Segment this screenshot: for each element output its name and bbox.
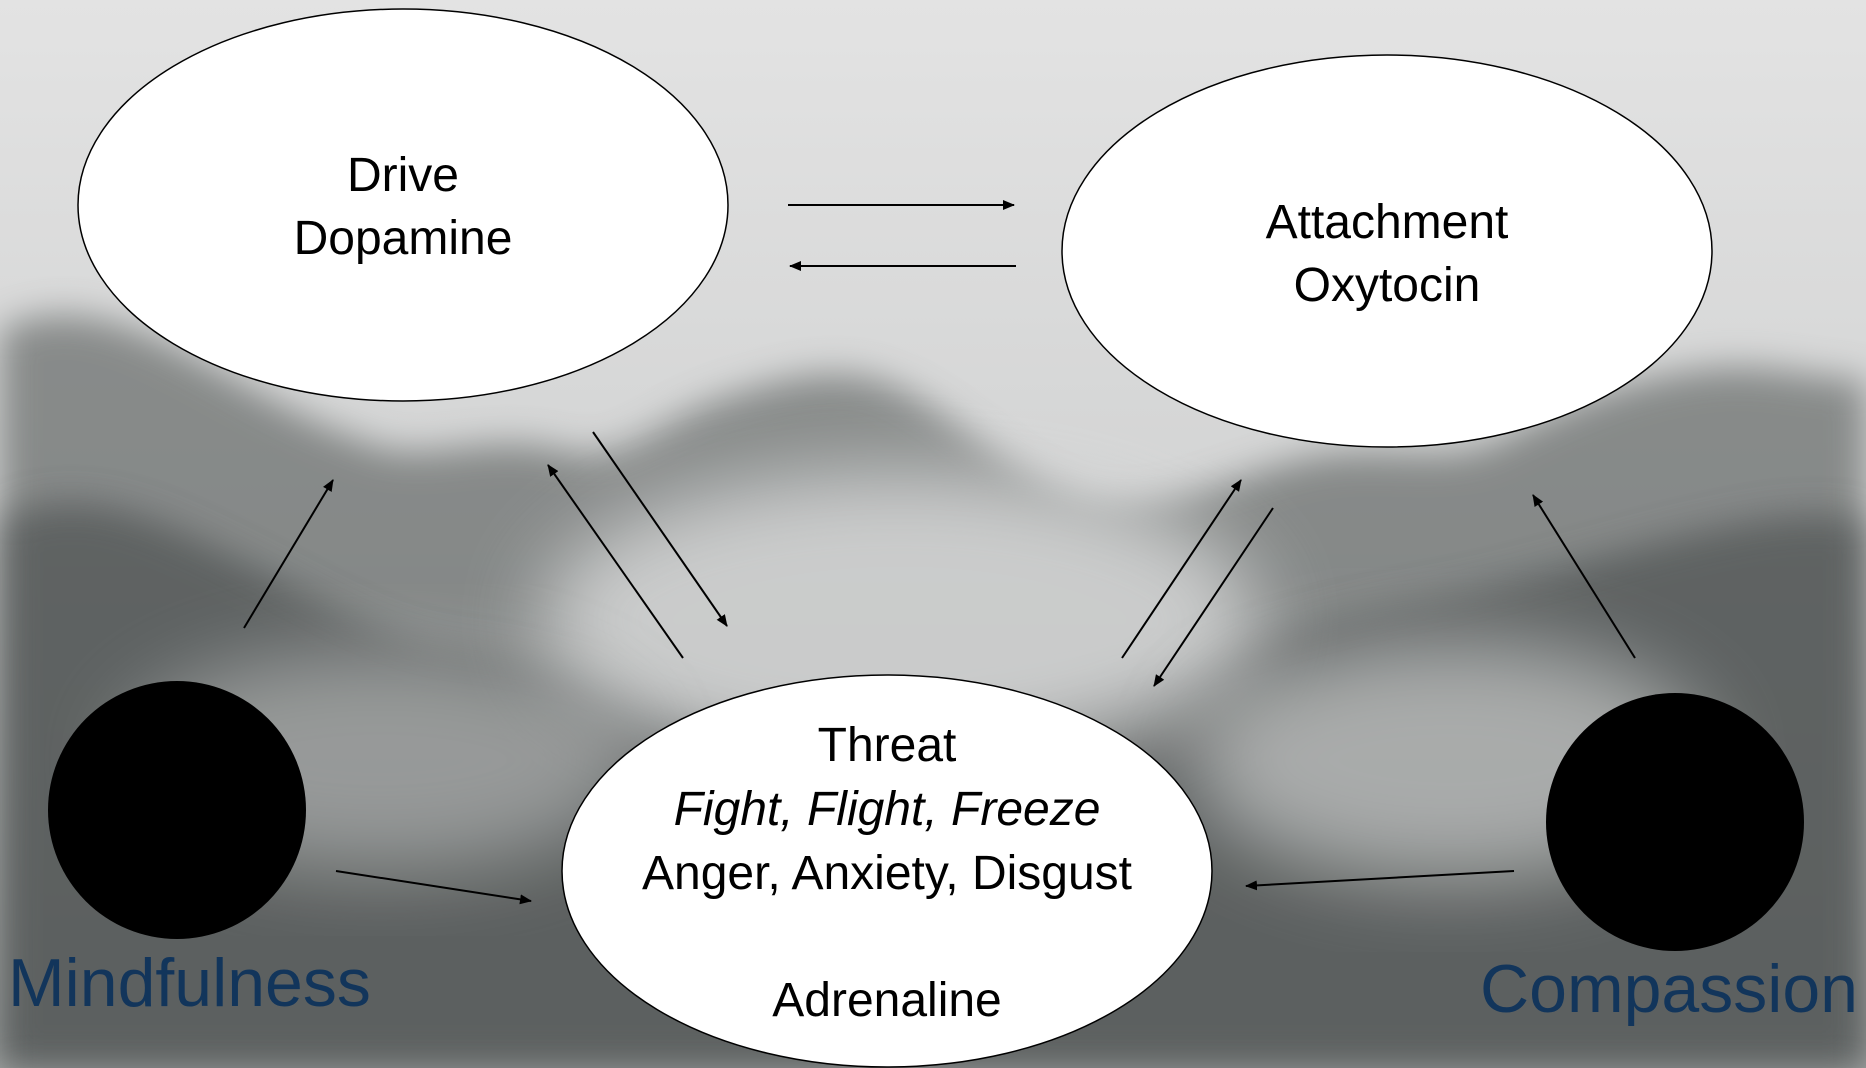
threat-title: Threat xyxy=(818,719,957,772)
arrow-threat-to-attachment xyxy=(1121,479,1242,659)
threat-hormone: Adrenaline xyxy=(772,974,1002,1027)
compassion-label: Compassion xyxy=(1480,951,1858,1027)
compassion-circle xyxy=(1546,693,1804,951)
attachment-hormone: Oxytocin xyxy=(1294,259,1481,312)
mindfulness-label: Mindfulness xyxy=(8,945,371,1021)
arrow-drive-to-threat xyxy=(592,431,728,627)
drive-title: Drive xyxy=(347,149,459,202)
arrow-mindfulness-to-threat xyxy=(335,870,532,905)
threat-responses: Fight, Flight, Freeze xyxy=(674,783,1101,836)
arrow-compassion-to-threat xyxy=(1245,870,1515,891)
arrows xyxy=(243,200,1636,905)
drive-hormone: Dopamine xyxy=(294,212,513,265)
threat-node: Threat Fight, Flight, Freeze Anger, Anxi… xyxy=(561,674,1213,1068)
mindfulness-circle xyxy=(48,681,306,939)
attachment-node: Attachment Oxytocin xyxy=(1061,54,1713,448)
mist-patch xyxy=(540,470,1260,770)
threat-ellipse xyxy=(561,674,1213,1068)
threat-emotions: Anger, Anxiety, Disgust xyxy=(642,847,1132,900)
arrow-mindfulness-to-drive xyxy=(243,479,334,629)
drive-ellipse xyxy=(77,8,729,402)
arrow-attachment-to-threat xyxy=(1153,507,1274,687)
arrow-compassion-to-attachment xyxy=(1532,494,1636,659)
drive-node: Drive Dopamine xyxy=(77,8,729,402)
attachment-title: Attachment xyxy=(1266,196,1509,249)
arrow-threat-to-drive xyxy=(547,464,684,659)
attachment-ellipse xyxy=(1061,54,1713,448)
